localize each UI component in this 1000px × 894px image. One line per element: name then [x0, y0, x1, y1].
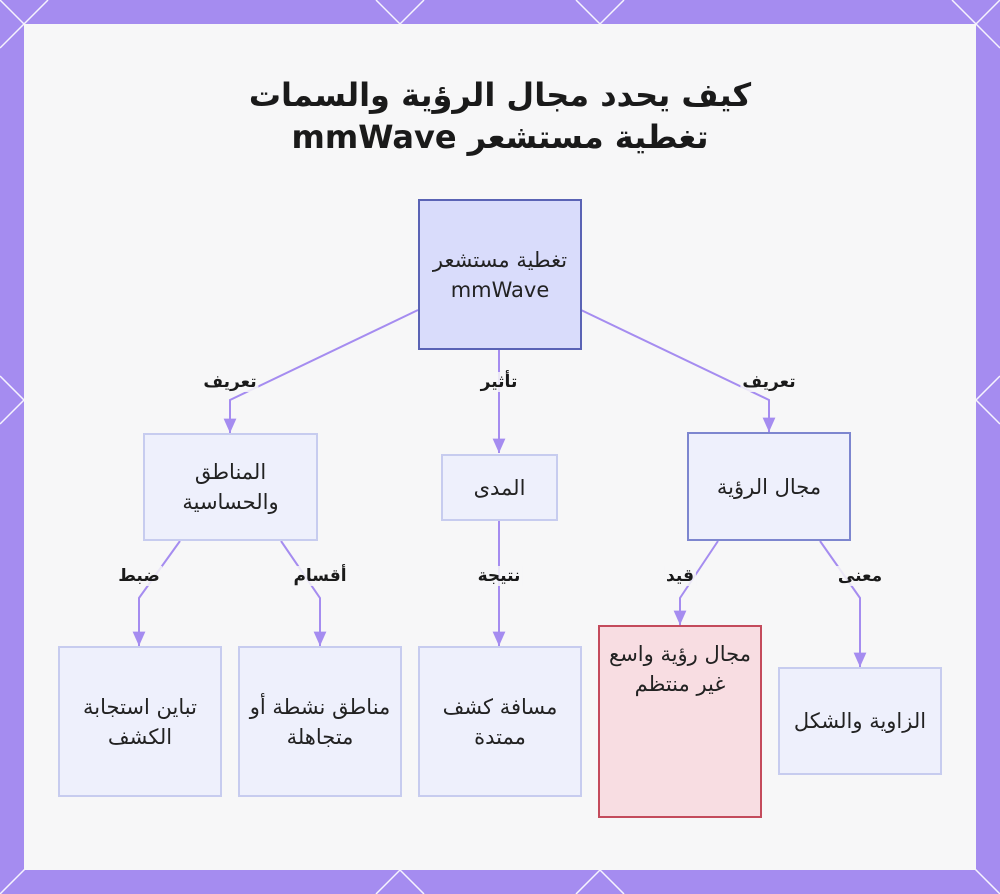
- node-field-of-view: مجال الرؤية: [687, 432, 851, 541]
- edge-zones-contrast: [132, 540, 181, 646]
- diagram-title: كيف يحدد مجال الرؤية والسمات تغطية مستشع…: [0, 74, 1000, 158]
- node-contrast-label: تباين استجابة الكشف: [83, 694, 197, 749]
- edge-label-root-fov: تعريف: [740, 372, 798, 392]
- title-line-1: كيف يحدد مجال الرؤية والسمات: [248, 76, 752, 114]
- edge-fov-wide: [673, 540, 719, 625]
- node-angle-label: الزاوية والشكل: [793, 709, 927, 733]
- title-line-2: تغطية مستشعر mmWave: [291, 118, 709, 156]
- node-root-mmwave-coverage: تغطية مستشعر mmWave: [418, 199, 582, 350]
- edge-label-zones-active: أقسام: [291, 566, 349, 586]
- edge-label-range-distance: نتيجة: [475, 566, 523, 586]
- node-extended-distance: مسافة كشف ممتدة: [418, 646, 582, 797]
- node-fov-label: مجال الرؤية: [716, 474, 822, 499]
- edge-label-fov-wide: قيد: [664, 566, 696, 586]
- node-active-zones-label: مناطق نشطة أو متجاهلة: [249, 694, 391, 749]
- node-angle-shape: الزاوية والشكل: [778, 667, 942, 775]
- edge-fov-angle: [819, 540, 867, 667]
- node-range: المدى: [441, 454, 558, 521]
- node-active-ignored-zones: مناطق نشطة أو متجاهلة: [238, 646, 402, 797]
- edge-zones-active: [280, 540, 327, 646]
- node-distance-label: مسافة كشف ممتدة: [442, 694, 558, 749]
- edge-label-zones-contrast: ضبط: [116, 566, 162, 586]
- node-zones-label: المناطق والحساسية: [182, 460, 279, 514]
- edge-label-fov-angle: معنى: [835, 566, 885, 586]
- node-wide-fov-label: مجال رؤية واسع غير منتظم: [609, 642, 751, 696]
- edge-root-fov: [580, 309, 776, 432]
- edge-label-root-range: تأثير: [478, 372, 520, 392]
- edge-root-zones: [223, 309, 419, 433]
- node-detection-contrast: تباين استجابة الكشف: [58, 646, 222, 797]
- node-wide-irregular-fov: مجال رؤية واسع غير منتظم: [598, 625, 762, 818]
- edge-label-root-zones: تعريف: [201, 372, 259, 392]
- node-zones-sensitivity: المناطق والحساسية: [143, 433, 318, 541]
- node-root-label: تغطية مستشعر mmWave: [432, 247, 568, 302]
- node-range-label: المدى: [473, 475, 526, 500]
